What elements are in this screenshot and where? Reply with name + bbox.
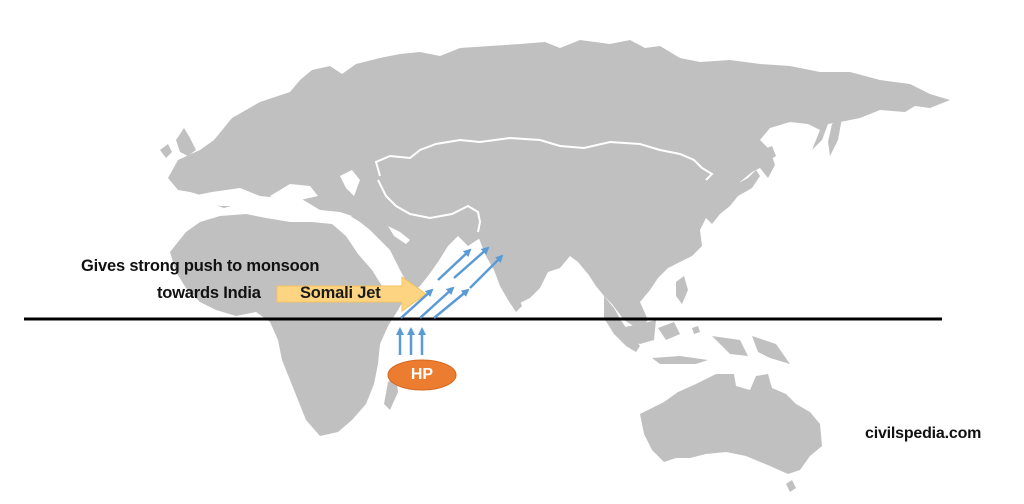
northeast-wind-arrows	[400, 246, 504, 319]
caption-line-1: Gives strong push to monsoon	[81, 257, 320, 275]
eurasia-landmass	[160, 40, 950, 330]
border-line-south	[377, 179, 482, 233]
caption-line-2: towards India	[157, 284, 261, 302]
india-landmass	[478, 236, 522, 312]
madagascar	[384, 376, 398, 410]
border-line	[374, 136, 714, 181]
somali-jet-label: Somali Jet	[300, 284, 381, 302]
inland-seas	[192, 170, 410, 276]
high-pressure-ellipse	[387, 359, 457, 391]
australia-landmass	[640, 374, 822, 492]
southeast-asia	[604, 296, 790, 364]
watermark: civilspedia.com	[865, 425, 982, 442]
high-pressure-label: HP	[410, 366, 434, 383]
northward-wind-arrows	[396, 327, 426, 355]
somali-jet-arrow	[276, 276, 427, 312]
africa-landmass	[170, 214, 408, 436]
